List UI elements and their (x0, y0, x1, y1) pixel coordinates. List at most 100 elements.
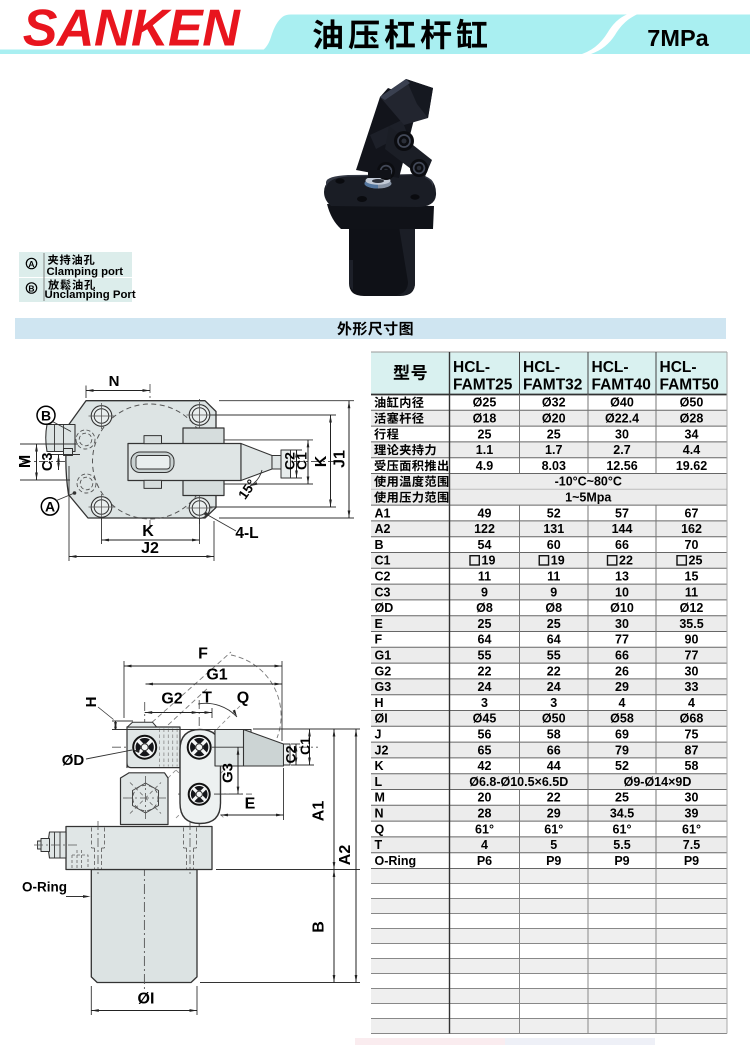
svg-text:4: 4 (688, 696, 695, 710)
svg-text:60: 60 (547, 538, 561, 552)
svg-text:22: 22 (547, 791, 561, 805)
svg-text:Ø25: Ø25 (473, 396, 497, 410)
svg-text:O-Ring: O-Ring (375, 854, 417, 868)
svg-text:P6: P6 (477, 854, 492, 868)
svg-text:M: M (17, 455, 34, 468)
svg-text:A2: A2 (375, 522, 391, 536)
svg-text:30: 30 (685, 664, 699, 678)
svg-text:3: 3 (550, 696, 557, 710)
svg-text:Ø8: Ø8 (476, 601, 493, 615)
svg-text:9: 9 (550, 585, 557, 599)
svg-text:B: B (375, 538, 384, 552)
svg-text:25: 25 (689, 554, 703, 568)
svg-text:77: 77 (615, 633, 629, 647)
svg-text:C1: C1 (375, 554, 391, 568)
svg-text:34.5: 34.5 (610, 807, 634, 821)
svg-text:T: T (202, 690, 212, 707)
svg-text:G1: G1 (375, 649, 392, 663)
svg-text:11: 11 (685, 585, 698, 599)
svg-text:ØD: ØD (375, 601, 394, 615)
svg-text:49: 49 (478, 506, 492, 520)
svg-text:39: 39 (685, 807, 699, 821)
svg-text:T: T (375, 838, 383, 852)
svg-text:E: E (375, 617, 383, 631)
svg-text:P9: P9 (546, 854, 561, 868)
svg-text:10: 10 (615, 585, 629, 599)
svg-text:7.5: 7.5 (683, 838, 700, 852)
svg-text:SANKEN: SANKEN (23, 0, 242, 58)
svg-text:1.7: 1.7 (545, 443, 562, 457)
svg-text:Ø40: Ø40 (610, 396, 634, 410)
svg-text:65: 65 (478, 743, 492, 757)
svg-text:64: 64 (547, 633, 561, 647)
svg-text:67: 67 (685, 506, 699, 520)
svg-text:N: N (109, 373, 120, 390)
svg-text:FAMT25: FAMT25 (453, 377, 513, 394)
svg-text:A1: A1 (311, 801, 328, 822)
svg-text:2.7: 2.7 (613, 443, 630, 457)
svg-text:44: 44 (547, 759, 561, 773)
svg-text:M: M (375, 791, 385, 805)
svg-text:61°: 61° (613, 822, 632, 836)
svg-text:-10°C~80°C: -10°C~80°C (555, 475, 622, 489)
svg-text:75: 75 (685, 728, 699, 742)
svg-text:25: 25 (547, 617, 561, 631)
svg-text:B: B (28, 283, 34, 293)
svg-text:25: 25 (615, 791, 629, 805)
svg-text:162: 162 (681, 522, 702, 536)
svg-text:Ø32: Ø32 (542, 396, 566, 410)
svg-text:28: 28 (478, 807, 492, 821)
svg-text:122: 122 (474, 522, 495, 536)
svg-text:Ø50: Ø50 (680, 396, 704, 410)
svg-text:Q: Q (375, 822, 385, 836)
svg-text:C2: C2 (375, 570, 391, 584)
svg-text:4: 4 (619, 696, 626, 710)
svg-text:144: 144 (612, 522, 633, 536)
svg-text:66: 66 (615, 649, 629, 663)
svg-text:F: F (198, 646, 208, 663)
svg-text:19.62: 19.62 (676, 459, 707, 473)
svg-text:H: H (83, 697, 100, 708)
svg-text:56: 56 (478, 728, 492, 742)
svg-text:22: 22 (478, 664, 492, 678)
svg-text:25: 25 (478, 617, 492, 631)
svg-text:58: 58 (685, 759, 699, 773)
svg-text:F: F (375, 633, 383, 647)
svg-text:N: N (375, 807, 384, 821)
svg-text:69: 69 (615, 728, 629, 742)
svg-text:G1: G1 (206, 667, 227, 684)
svg-text:4.4: 4.4 (683, 443, 700, 457)
svg-text:H: H (375, 696, 384, 710)
svg-text:J: J (375, 728, 382, 742)
svg-text:J1: J1 (332, 450, 349, 468)
svg-text:15: 15 (685, 570, 699, 584)
svg-text:K: K (313, 455, 330, 467)
svg-text:B: B (311, 921, 328, 933)
svg-text:O-Ring: O-Ring (22, 880, 67, 895)
svg-text:Ø9-Ø14×9D: Ø9-Ø14×9D (624, 775, 692, 789)
svg-text:19: 19 (482, 554, 496, 568)
svg-text:1~5Mpa: 1~5Mpa (565, 491, 612, 505)
svg-text:K: K (142, 523, 154, 540)
svg-text:Ø20: Ø20 (542, 412, 566, 426)
svg-text:66: 66 (547, 743, 561, 757)
svg-text:30: 30 (615, 617, 629, 631)
svg-text:B: B (41, 407, 51, 423)
svg-text:Ø6.8-Ø10.5×6.5D: Ø6.8-Ø10.5×6.5D (469, 775, 568, 789)
svg-text:G2: G2 (375, 664, 392, 678)
svg-text:FAMT32: FAMT32 (523, 377, 582, 394)
svg-text:HCL-: HCL- (660, 359, 697, 376)
svg-text:C2: C2 (282, 452, 298, 470)
svg-text:E: E (245, 796, 256, 813)
svg-text:A: A (28, 259, 34, 269)
svg-text:61°: 61° (544, 822, 563, 836)
svg-text:29: 29 (615, 680, 629, 694)
svg-text:4.9: 4.9 (476, 459, 493, 473)
svg-text:C3: C3 (40, 453, 56, 472)
svg-text:Clamping port: Clamping port (47, 266, 124, 278)
svg-text:Ø22.4: Ø22.4 (605, 412, 639, 426)
svg-text:11: 11 (547, 570, 560, 584)
svg-text:24: 24 (547, 680, 561, 694)
svg-text:77: 77 (685, 649, 699, 663)
svg-text:90: 90 (685, 633, 699, 647)
